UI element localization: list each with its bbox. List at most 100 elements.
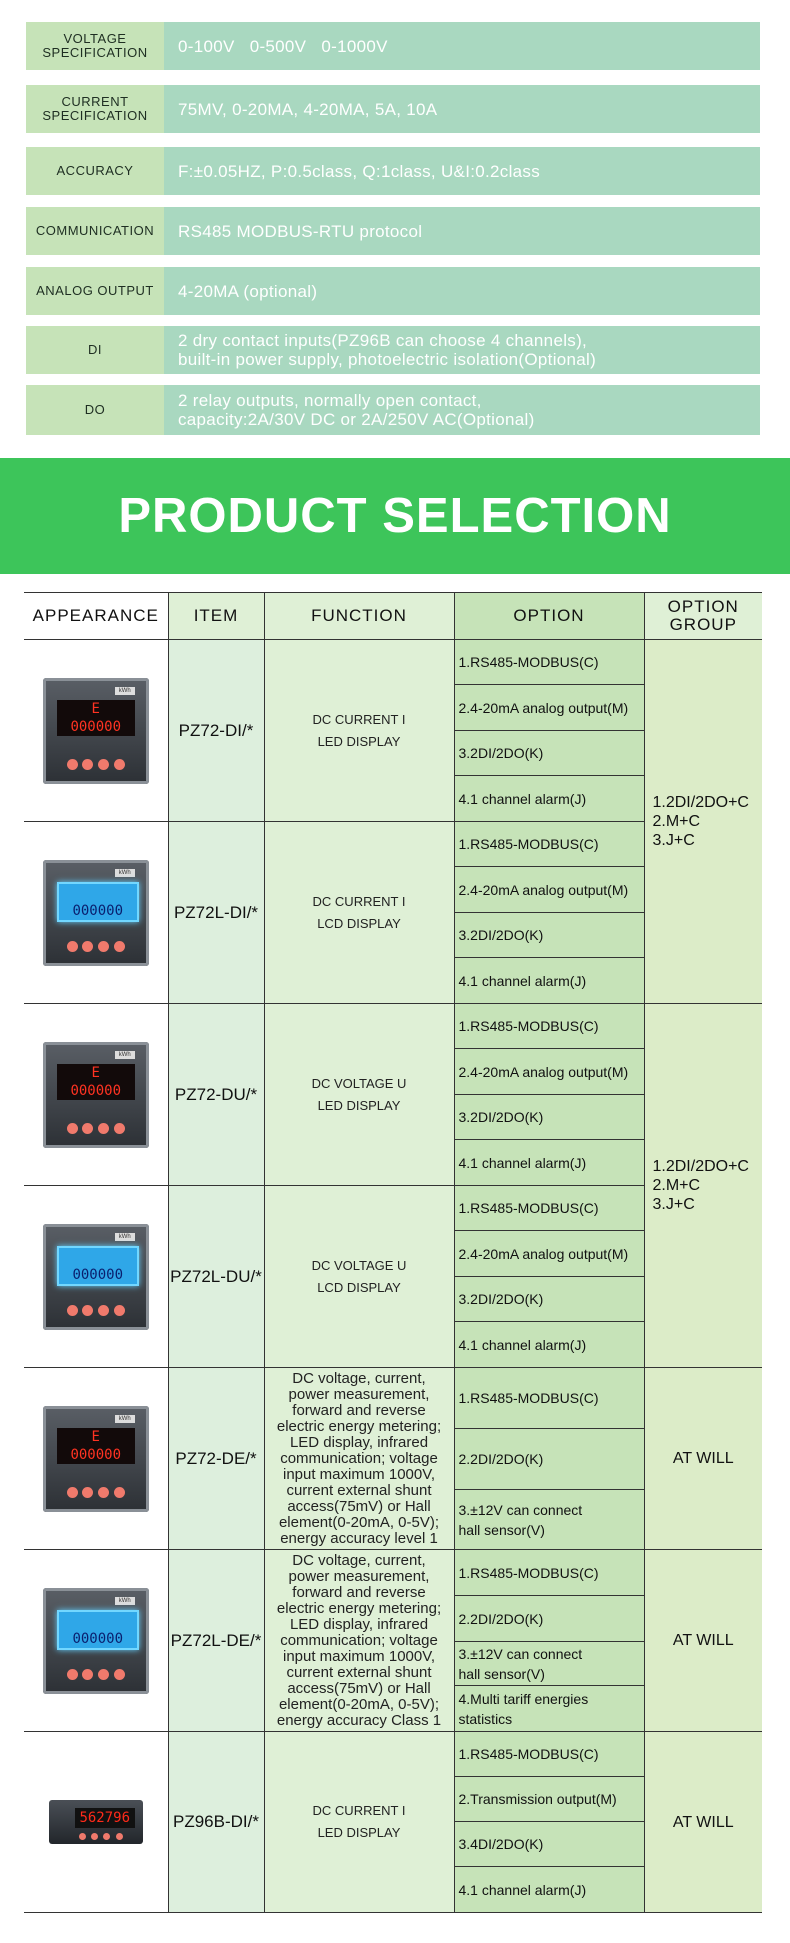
option-cell: 4.1 channel alarm(J) (453, 1866, 645, 1913)
spec-row-communication: COMMUNICATION RS485 MODBUS-RTU protocol (26, 207, 760, 255)
item-cell: PZ96B-DI/* (167, 1731, 265, 1913)
meter-tag: kWh (114, 686, 135, 695)
function-cell: DC CURRENT I LED DISPLAY (263, 639, 455, 822)
spec-row-analog-output: ANALOG OUTPUT 4-20MA (optional) (26, 267, 760, 315)
option-cell: 3.±12V can connect hall sensor(V) (453, 1489, 645, 1550)
meter-screen: 000000 (56, 1609, 139, 1650)
function-cell: DC VOLTAGE U LCD DISPLAY (263, 1185, 455, 1368)
spec-label: CURRENT SPECIFICATION (26, 85, 164, 133)
spec-label: VOLTAGE SPECIFICATION (26, 22, 164, 70)
option-group-cell: AT WILL (643, 1367, 762, 1550)
appearance-cell: kWh 000000 (24, 821, 169, 1004)
table-row: 562796 PZ96B-DI/* DC CURRENT I LED DISPL… (24, 1731, 762, 1913)
option-cell: 2.4-20mA analog output(M) (453, 684, 645, 731)
header-appearance: APPEARANCE (24, 592, 168, 640)
table-row: kWh 000000 PZ72L-DI/* DC CURRENT I LCD D… (24, 821, 762, 1004)
option-cell: 3.2DI/2DO(K) (453, 912, 645, 958)
spec-label: COMMUNICATION (26, 207, 164, 255)
spec-value: 4-20MA (optional) (164, 267, 760, 315)
appearance-cell: 562796 (24, 1731, 169, 1913)
option-cell: 1.RS485-MODBUS(C) (453, 639, 645, 685)
banner-title: PRODUCT SELECTION (118, 489, 672, 543)
option-cell: 2.2DI/2DO(K) (453, 1428, 645, 1490)
spec-value: F:±0.05HZ, P:0.5class, Q:1class, U&I:0.2… (164, 147, 760, 195)
appearance-cell: kWh 000000 (24, 1549, 169, 1732)
option-cell: 1.RS485-MODBUS(C) (453, 1549, 645, 1596)
meter-screen: 000000 (56, 881, 139, 922)
item-cell: PZ72-DE/* (167, 1367, 265, 1550)
spec-label: DO (26, 385, 164, 435)
option-cell: 2.2DI/2DO(K) (453, 1595, 645, 1642)
spec-row-current: CURRENT SPECIFICATION 75MV, 0-20MA, 4-20… (26, 85, 760, 133)
option-cell: 2.Transmission output(M) (453, 1776, 645, 1822)
option-cell: 4.1 channel alarm(J) (453, 1139, 645, 1186)
spec-row-di: DI 2 dry contact inputs(PZ96B can choose… (26, 326, 760, 374)
spec-row-voltage: VOLTAGE SPECIFICATION 0-100V 0-500V 0-10… (26, 22, 760, 70)
item-cell: PZ72-DU/* (167, 1003, 265, 1186)
option-cell: 4.1 channel alarm(J) (453, 775, 645, 822)
option-group-cell: AT WILL (643, 1731, 762, 1913)
item-cell: PZ72-DI/* (167, 639, 265, 822)
option-group-cell: AT WILL (643, 1549, 762, 1732)
option-cell: 1.RS485-MODBUS(C) (453, 1731, 645, 1777)
header-item: ITEM (167, 592, 264, 640)
function-cell: DC voltage, current, power measurement, … (263, 1367, 455, 1550)
spec-label: ANALOG OUTPUT (26, 267, 164, 315)
item-cell: PZ72L-DI/* (167, 821, 265, 1004)
option-cell: 3.4DI/2DO(K) (453, 1821, 645, 1867)
option-cell: 1.RS485-MODBUS(C) (453, 1367, 645, 1429)
spec-label: DI (26, 326, 164, 374)
option-cell: 2.4-20mA analog output(M) (453, 866, 645, 913)
option-group-cell: 1.2DI/2DO+C 2.M+C 3.J+C (643, 1003, 762, 1368)
spec-value: RS485 MODBUS-RTU protocol (164, 207, 760, 255)
spec-label: ACCURACY (26, 147, 164, 195)
option-cell: 3.2DI/2DO(K) (453, 730, 645, 776)
table-header-row: APPEARANCE ITEM FUNCTION OPTION OPTION G… (24, 592, 762, 640)
option-cell: 1.RS485-MODBUS(C) (453, 821, 645, 867)
option-cell: 3.2DI/2DO(K) (453, 1094, 645, 1140)
spec-value: 2 relay outputs, normally open contact, … (164, 385, 760, 435)
option-cell: 4.Multi tariff energies statistics (453, 1685, 645, 1732)
header-function: FUNCTION (263, 592, 454, 640)
table-row: kWh 000000 PZ72L-DU/* DC VOLTAGE U LCD D… (24, 1185, 762, 1368)
option-cell: 2.4-20mA analog output(M) (453, 1048, 645, 1095)
spec-row-accuracy: ACCURACY F:±0.05HZ, P:0.5class, Q:1class… (26, 147, 760, 195)
function-cell: DC CURRENT I LCD DISPLAY (263, 821, 455, 1004)
header-option: OPTION (453, 592, 644, 640)
lcd-meter-image: kWh 000000 (42, 1223, 149, 1330)
product-selection-banner: PRODUCT SELECTION (0, 458, 790, 574)
lcd-meter-image: kWh 000000 (42, 859, 149, 966)
header-option-group: OPTION GROUP (643, 592, 762, 640)
option-cell: 3.2DI/2DO(K) (453, 1276, 645, 1322)
spec-value: 2 dry contact inputs(PZ96B can choose 4 … (164, 326, 760, 374)
wide-led-meter-image: 562796 (48, 1800, 143, 1844)
spec-row-do: DO 2 relay outputs, normally open contac… (26, 385, 760, 435)
table-row: kWh 000000 PZ72L-DE/* DC voltage, curren… (24, 1549, 762, 1732)
meter-screen: 000000 (56, 1245, 139, 1286)
spec-value: 75MV, 0-20MA, 4-20MA, 5A, 10A (164, 85, 760, 133)
spec-value: 0-100V 0-500V 0-1000V (164, 22, 760, 70)
meter-screen: 562796 (74, 1808, 135, 1828)
option-cell: 1.RS485-MODBUS(C) (453, 1003, 645, 1049)
option-cell: 3.±12V can connect hall sensor(V) (453, 1641, 645, 1686)
item-cell: PZ72L-DE/* (167, 1549, 265, 1732)
option-cell: 1.RS485-MODBUS(C) (453, 1185, 645, 1231)
function-cell: DC CURRENT I LED DISPLAY (263, 1731, 455, 1913)
function-cell: DC voltage, current, power measurement, … (263, 1549, 455, 1732)
option-cell: 4.1 channel alarm(J) (453, 1321, 645, 1368)
lcd-meter-image: kWh 000000 (42, 1587, 149, 1694)
product-selection-table: APPEARANCE ITEM FUNCTION OPTION OPTION G… (24, 592, 762, 1913)
item-cell: PZ72L-DU/* (167, 1185, 265, 1368)
